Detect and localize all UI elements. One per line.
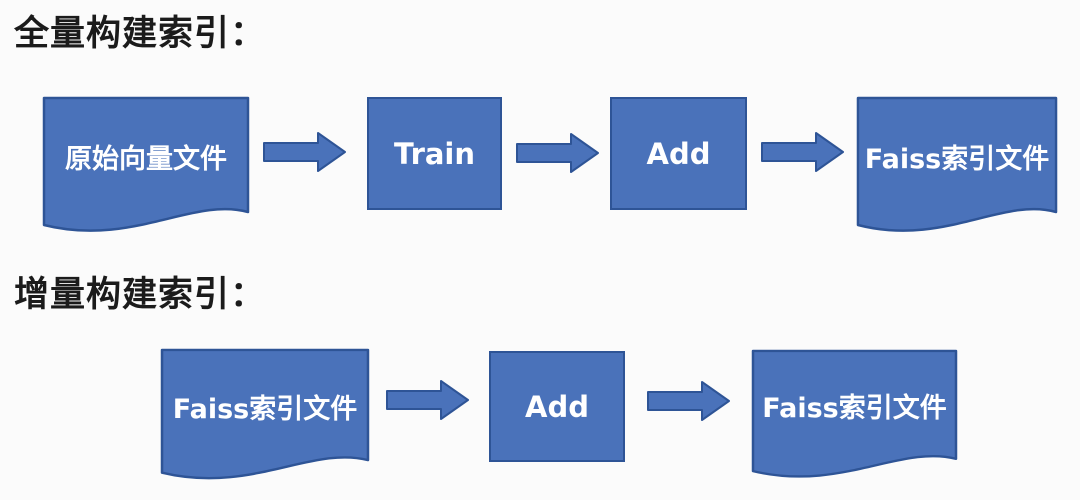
arrow-right-icon bbox=[647, 380, 731, 422]
document-shape bbox=[856, 96, 1058, 246]
flow2-title: 增量构建索引： bbox=[14, 275, 267, 315]
flow2-node-faiss-index-file-output: Faiss索引文件 bbox=[751, 349, 958, 491]
document-shape bbox=[42, 96, 250, 246]
node-label: 原始向量文件 bbox=[65, 143, 227, 175]
flow1-node-train: Train bbox=[367, 97, 502, 210]
arrow-right-icon bbox=[386, 379, 470, 421]
node-label: Faiss索引文件 bbox=[762, 393, 947, 425]
arrow-right-icon bbox=[761, 131, 845, 173]
document-shape bbox=[160, 348, 370, 493]
flow1-node-add: Add bbox=[610, 97, 747, 210]
document-shape bbox=[751, 349, 958, 491]
flow2-node-add: Add bbox=[489, 351, 625, 462]
arrow-right-icon bbox=[516, 132, 600, 174]
arrow-right-icon bbox=[263, 131, 347, 173]
node-label: Faiss索引文件 bbox=[172, 393, 358, 425]
flow1-node-raw-vector-file: 原始向量文件 bbox=[42, 96, 250, 246]
flow1-title: 全量构建索引： bbox=[14, 14, 267, 54]
flow1-node-faiss-index-file: Faiss索引文件 bbox=[856, 96, 1058, 246]
flow2-node-faiss-index-file-input: Faiss索引文件 bbox=[160, 348, 370, 493]
node-label: Faiss索引文件 bbox=[864, 143, 1050, 175]
